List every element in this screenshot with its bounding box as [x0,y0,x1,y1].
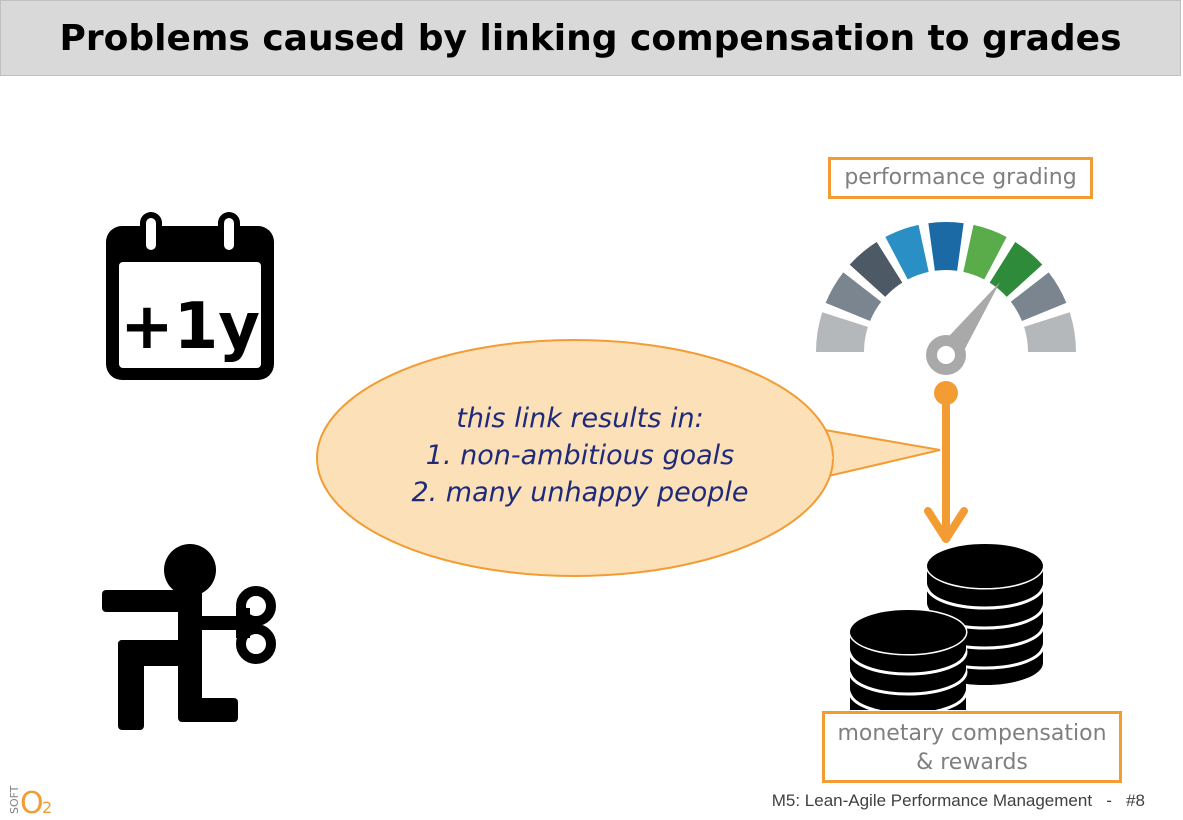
gauge-segment [928,222,964,271]
gauge-segment [825,272,882,322]
gauge-segment [1024,312,1076,352]
coin-top [850,610,966,654]
page-number: #8 [1126,791,1145,810]
coin-top [927,544,1043,588]
calendar-text: +1y [120,290,260,364]
gauge-segment [989,241,1043,297]
compensation-text-line2: & rewards [916,750,1028,775]
footer-separator: - [1106,791,1112,810]
coin-stack-icon [848,542,1045,710]
bubble-line: 1. non-ambitious goals [425,440,735,471]
link-arrow [924,381,968,543]
performance-grading-text: performance grading [844,165,1077,190]
bubble-line: this link results in: [456,403,704,434]
bubble-text: this link results in: 1. non-ambitious g… [340,400,820,511]
logo-subscript: 2 [42,798,52,816]
slide-title: Problems caused by linking compensation … [59,17,1122,59]
bubble-line: 2. many unhappy people [411,477,749,508]
gauge-segment [849,241,903,297]
logo-word1: SOFT [8,785,21,814]
performance-grading-label: performance grading [828,157,1093,199]
footer: M5: Lean-Agile Performance Management - … [772,791,1145,811]
logo-word2: O [20,786,44,816]
title-bar: Problems caused by linking compensation … [0,0,1181,76]
compensation-label: monetary compensation & rewards [822,711,1122,783]
wind-up-person-icon [102,544,276,730]
gauge-segment [1010,272,1067,322]
compensation-text-line1: monetary compensation [837,721,1107,746]
speech-bubble [316,339,941,577]
gauge-segment [816,312,868,352]
footer-title: M5: Lean-Agile Performance Management [771,791,1093,810]
gauge-segment [963,224,1007,280]
gauge-segment [885,224,929,280]
softo2-logo: SOFT O 2 [8,785,52,816]
gauge-icon [816,222,1076,375]
calendar-icon: +1y [106,212,274,380]
